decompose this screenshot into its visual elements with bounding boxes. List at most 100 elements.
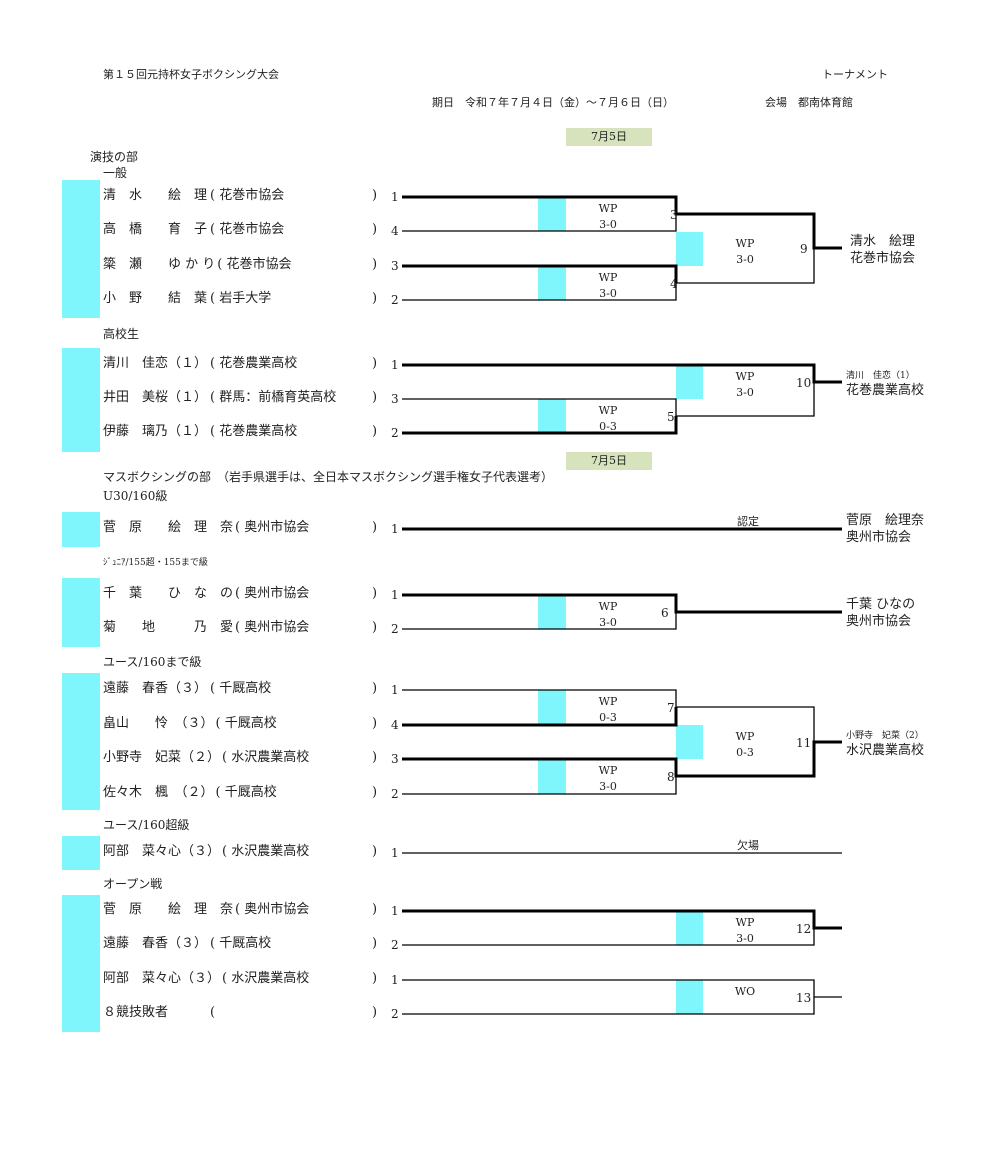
- entry-name: 畠山 怜 （３）: [103, 716, 214, 731]
- winner-club: 花巻農業高校: [846, 383, 925, 398]
- entry-close: ): [372, 222, 378, 237]
- entry-name: 井田 美桜（１）: [103, 390, 208, 405]
- bout-score: 3-0: [736, 253, 754, 266]
- bout-number: 4: [670, 277, 678, 291]
- entry-club: ( 奥州市協会: [235, 620, 310, 635]
- corner-marker: [62, 180, 100, 318]
- section-title: オープン戦: [103, 877, 163, 891]
- bout-score: 3-0: [599, 616, 617, 629]
- corner-marker: [62, 836, 100, 870]
- bout-number: 6: [661, 606, 669, 620]
- entry-row: 遠藤 春香（３）( 千厩高校: [103, 681, 271, 696]
- doc-title: 第１５回元持杯女子ボクシング大会: [103, 68, 279, 81]
- section-title: ユース/160まで級: [103, 655, 202, 669]
- entry-seed: 3: [391, 259, 399, 273]
- entry-name: 伊藤 璃乃（１）: [103, 424, 208, 439]
- bout-method: WP: [735, 916, 755, 929]
- bout-number: 8: [667, 770, 675, 784]
- entry-seed: 2: [391, 293, 399, 307]
- bout-score: 3-0: [599, 218, 617, 231]
- section-title: マスボクシングの部 （岩手県選手は、全日本マスボクシング選手権女子代表選考）: [103, 470, 554, 484]
- corner-marker: [62, 348, 100, 452]
- entry-club: ( 花巻農業高校: [210, 424, 298, 439]
- entry-row: 菊 地 乃 愛( 奥州市協会: [103, 620, 309, 635]
- entry-close: ): [372, 257, 378, 272]
- entry-seed: 2: [391, 1007, 399, 1021]
- entry-club: (: [210, 1005, 216, 1020]
- entry-seed: 1: [391, 358, 399, 372]
- winner-name: 清水 絵理: [850, 234, 916, 249]
- entry-seed: 1: [391, 588, 399, 602]
- entry-row: 阿部 菜々心（３）( 水沢農業高校: [103, 971, 309, 986]
- entry-club: ( 千厩高校: [215, 716, 277, 731]
- entry-club: ( 群馬：前橋育英高校: [210, 390, 337, 405]
- entry-close: ): [372, 424, 378, 439]
- entry-seed: 2: [391, 787, 399, 801]
- entry-close: ): [372, 902, 378, 917]
- winner-club: 奥州市協会: [846, 614, 912, 629]
- bout-score: 0-3: [599, 711, 617, 724]
- entry-close: ): [372, 1005, 378, 1020]
- bout-method: WP: [598, 695, 618, 708]
- bout-number: 12: [796, 922, 812, 936]
- entry-club: ( 千厩高校: [210, 936, 272, 951]
- bout-score: 0-3: [736, 746, 754, 759]
- entry-club: ( 奥州市協会: [235, 586, 310, 601]
- entry-row: 小 野 結 葉( 岩手大学: [103, 291, 271, 306]
- bout-number: 3: [670, 208, 678, 222]
- entry-name: 小野寺 妃菜（２）: [103, 750, 221, 765]
- entry-seed: 1: [391, 522, 399, 536]
- entry-row: 清川 佳恋（１）( 花巻農業高校: [103, 356, 297, 371]
- entry-seed: 4: [391, 224, 399, 238]
- entry-name: 千 葉 ひ な の: [103, 586, 234, 601]
- entry-seed: 4: [391, 718, 399, 732]
- entry-name: 清川 佳恋（１）: [103, 356, 208, 371]
- corner-marker: [62, 578, 100, 647]
- entry-close: ): [372, 844, 378, 859]
- bout-score: 3-0: [599, 287, 617, 300]
- winner-club: 花巻市協会: [850, 251, 916, 266]
- bout-number: 9: [800, 242, 808, 256]
- entry-close: ): [372, 586, 378, 601]
- entry-close: ): [372, 750, 378, 765]
- entry-club: ( 千厩高校: [210, 681, 272, 696]
- result-label: 認定: [737, 515, 759, 528]
- entry-club: ( 水沢農業高校: [222, 971, 310, 986]
- winner-name: 小野寺 妃菜（2）: [846, 731, 924, 741]
- entry-close: ): [372, 356, 378, 371]
- entry-name: 菅 原 絵 理 奈: [103, 520, 234, 535]
- entry-name: 小 野 結 葉: [103, 291, 208, 306]
- entry-seed: 1: [391, 190, 399, 204]
- entry-club: ( 奥州市協会: [235, 520, 310, 535]
- bout-method: WP: [735, 237, 755, 250]
- entry-row: 小野寺 妃菜（２）( 水沢農業高校: [103, 750, 309, 765]
- bout-score: 3-0: [599, 780, 617, 793]
- entry-club: ( 花巻市協会: [210, 188, 285, 203]
- bout-number: 7: [667, 701, 675, 715]
- section-title: 演技の部: [90, 150, 139, 164]
- dates: 期日 令和７年７月４日（金）～７月６日（日）: [432, 96, 674, 109]
- bout-method: WP: [598, 271, 618, 284]
- entry-close: ): [372, 785, 378, 800]
- entry-name: 阿部 菜々心（３）: [103, 971, 221, 986]
- entry-seed: 3: [391, 392, 399, 406]
- entry-close: ): [372, 390, 378, 405]
- corner-marker: [62, 673, 100, 810]
- entry-close: ): [372, 936, 378, 951]
- entry-row: 畠山 怜 （３）( 千厩高校: [103, 716, 277, 731]
- entry-close: ): [372, 681, 378, 696]
- bout-method: WP: [598, 404, 618, 417]
- section-title: U30/160級: [103, 489, 168, 503]
- entry-row: 高 橋 育 子( 花巻市協会: [103, 222, 284, 237]
- doc-type: トーナメント: [822, 68, 888, 81]
- entry-club: ( 岩手大学: [210, 291, 272, 306]
- winner-club: 水沢農業高校: [846, 743, 925, 758]
- entry-row: 井田 美桜（１）( 群馬：前橋育英高校: [103, 390, 336, 405]
- entry-club: ( 奥州市協会: [235, 902, 310, 917]
- entry-seed: 1: [391, 846, 399, 860]
- entry-seed: 2: [391, 622, 399, 636]
- corner-marker: [62, 895, 100, 1032]
- entry-close: ): [372, 188, 378, 203]
- entry-club: ( 花巻市協会: [217, 257, 292, 272]
- entry-close: ): [372, 520, 378, 535]
